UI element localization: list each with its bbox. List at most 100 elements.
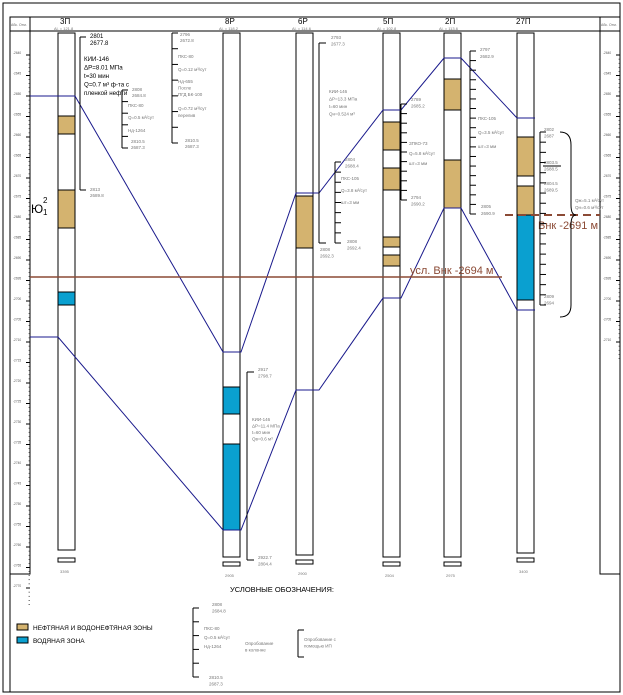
test-line: Нд-655 <box>178 79 193 84</box>
well-column <box>295 32 314 556</box>
water-interval <box>516 214 535 301</box>
well-5П: 2504 <box>382 32 401 578</box>
test-result: ΔP=11.4 МПа <box>252 424 280 429</box>
legend-title: УСЛОВНЫЕ ОБОЗНАЧЕНИЯ: <box>230 585 334 594</box>
depth-label: 2922.7 <box>258 555 272 560</box>
scale-tick-label: -2745 <box>13 482 21 486</box>
well-name: 2П <box>445 17 455 26</box>
well-name: 8Р <box>225 17 235 26</box>
depth-label: 2804.5 <box>544 181 558 186</box>
scale-tick-label: -2640 <box>13 51 21 55</box>
test-line: Q=0.12 м³/сут <box>178 67 207 72</box>
depth-label: 2810.5 <box>131 139 145 144</box>
well-column <box>222 32 241 558</box>
test-line: Q=0.5 м³/сут <box>128 115 154 120</box>
scale-tick-label: -2705 <box>603 318 611 322</box>
formation-label: Ю 2 1 <box>31 196 48 217</box>
right-depth-scale: Абс. Отм. -2640-2645-2650-2655-2660-2665… <box>599 16 621 575</box>
depth-label: 2694 <box>544 301 555 306</box>
test-line: ПКС-105 <box>478 116 497 121</box>
legend-water-label: ВОДЯНАЯ ЗОНА <box>33 638 85 645</box>
scale-tick-label: -2655 <box>13 113 21 117</box>
legend-water-swatch <box>16 636 29 644</box>
left-depth-scale: Абс. Отм. -2640-2645-2650-2655-2660-2665… <box>9 16 31 605</box>
scale-tick-label: -2750 <box>13 502 21 506</box>
water-interval <box>222 443 241 531</box>
well-distance-label: 3395 <box>60 569 70 574</box>
depth-label: 2672.8 <box>180 38 194 43</box>
svg-text:Ю: Ю <box>31 202 43 216</box>
test-result: Qн=0.524 м³ <box>329 112 355 117</box>
scale-tick-label: -2710 <box>13 338 21 342</box>
scale-tick-label: -2685 <box>603 236 611 240</box>
well-column <box>443 32 462 558</box>
well-bottom-cap <box>57 557 76 563</box>
depth-label: 2688.4 <box>345 164 359 169</box>
scale-tick-label: -2700 <box>603 297 611 301</box>
scale-tick-label: -2660 <box>13 133 21 137</box>
depth-label: 2801 <box>90 34 104 40</box>
depth-label: 2796 <box>180 32 191 37</box>
conditional-owc-label: усл. Внк -2694 м <box>410 265 493 277</box>
scale-tick-label: -2695 <box>13 277 21 281</box>
oil-interval <box>57 115 76 135</box>
scale-tick-label: -2760 <box>13 543 21 547</box>
depth-label: 2684.8 <box>132 93 146 98</box>
scale-tick-label: -2645 <box>13 72 21 76</box>
test-line: Q=3.8 м³/сут <box>341 188 367 193</box>
test-line: ПГД БК-100 <box>178 92 203 97</box>
scale-tick-label: -2730 <box>13 420 21 424</box>
scale-tick-label: -2650 <box>13 92 21 96</box>
scale-tick-label: -2660 <box>603 133 611 137</box>
well-altitude: Al. = 118.2 <box>219 26 239 31</box>
depth-label: 2794 <box>411 195 422 200</box>
test-line: Q=0.72 м³/сут <box>178 106 207 111</box>
scale-tick-label: -2715 <box>13 359 21 363</box>
well-distance-label: 2975 <box>446 573 456 578</box>
well-altitude: Al. = 121.8 <box>54 26 74 31</box>
well-distance-label: 2900 <box>298 571 308 576</box>
oil-interval <box>382 254 401 267</box>
test-line: перелив <box>178 113 196 118</box>
scale-header-right: Абс. Отм. <box>601 23 617 27</box>
depth-label: 2685.2 <box>411 104 425 109</box>
depth-label: 2684.8 <box>212 609 226 614</box>
scale-tick-label: -2670 <box>603 174 611 178</box>
test-line: ПКС-80 <box>178 54 194 59</box>
scale-tick-label: -2675 <box>603 195 611 199</box>
depth-label: 2804.4 <box>258 562 272 567</box>
water-interval <box>222 386 241 415</box>
legend-sample-desc: помощью ИП <box>304 644 332 649</box>
depth-label: 2808 <box>347 239 358 244</box>
well-name: 3П <box>60 17 70 26</box>
depth-label: 2690.2 <box>411 202 425 207</box>
well-bottom-cap <box>516 557 535 563</box>
scale-tick-label: -2665 <box>603 154 611 158</box>
test-result: ΔP=13.3 МПа <box>329 97 358 102</box>
scale-tick-label: -2735 <box>13 441 21 445</box>
depth-label: 2813 <box>90 187 101 192</box>
depth-label: 2789 <box>411 97 422 102</box>
test-line: шт=3 мм <box>478 144 496 149</box>
test-line: ПКС-80 <box>128 103 144 108</box>
depth-label: 2692.4 <box>347 246 361 251</box>
depth-label: 2690.9 <box>481 211 495 216</box>
test-result: t=60 мин <box>252 430 271 435</box>
scale-tick-label: -2640 <box>603 51 611 55</box>
legend-sample-desc: Опробование <box>245 641 274 646</box>
scale-tick-label: -2700 <box>13 297 21 301</box>
oil-interval <box>382 167 401 191</box>
well-altitude: Al. = 102.8 <box>377 26 397 31</box>
test-result: Qв=0.6 м³ <box>252 437 273 442</box>
scale-tick-label: -2705 <box>13 318 21 322</box>
scale-tick-label: -2725 <box>13 400 21 404</box>
depth-label: 2808 <box>212 602 223 607</box>
test-result: КИИ-146 <box>329 89 348 94</box>
well-name: 6Р <box>298 17 308 26</box>
depth-label: 2692.3 <box>320 254 334 259</box>
test-line: Q=0.5 м³/сут <box>204 635 230 640</box>
well-name: 5П <box>383 17 393 26</box>
well-distance-label: 2504 <box>385 573 395 578</box>
